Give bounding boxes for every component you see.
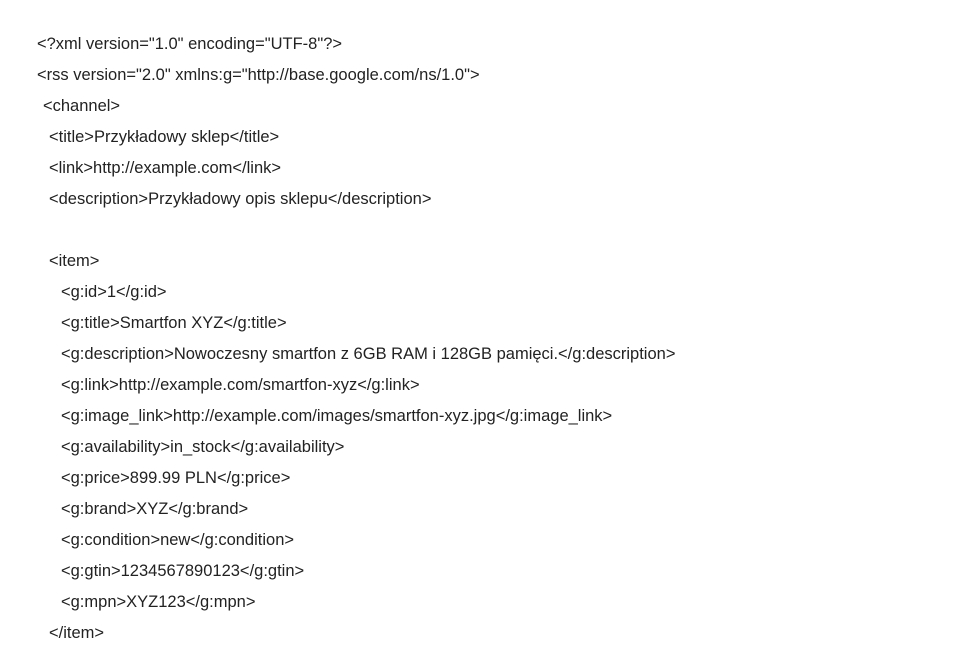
channel-link-line: <link>http://example.com</link> (49, 159, 282, 177)
blank-line (37, 215, 966, 246)
item-link-line: <g:link>http://example.com/smartfon-xyz<… (61, 376, 420, 394)
channel-title-line: <title>Przykładowy sklep</title> (49, 128, 280, 146)
xml-declaration-line: <?xml version="1.0" encoding="UTF-8"?> (37, 35, 343, 53)
item-description-line: <g:description>Nowoczesny smartfon z 6GB… (61, 345, 676, 363)
channel-description-line: <description>Przykładowy opis sklepu</de… (49, 190, 432, 208)
item-price-line: <g:price>899.99 PLN</g:price> (61, 469, 291, 487)
rss-open-line: <rss version="2.0" xmlns:g="http://base.… (37, 66, 480, 84)
item-condition-line: <g:condition>new</g:condition> (61, 531, 295, 549)
channel-open-line: <channel> (43, 97, 121, 115)
item-close-line: </item> (49, 624, 105, 642)
item-image-link-line: <g:image_link>http://example.com/images/… (61, 407, 613, 425)
item-mpn-line: <g:mpn>XYZ123</g:mpn> (61, 593, 256, 611)
item-brand-line: <g:brand>XYZ</g:brand> (61, 500, 249, 518)
item-availability-line: <g:availability>in_stock</g:availability… (61, 438, 345, 456)
item-open-line: <item> (49, 252, 100, 270)
item-id-line: <g:id>1</g:id> (61, 283, 167, 301)
item-gtin-line: <g:gtin>1234567890123</g:gtin> (61, 562, 305, 580)
item-title-line: <g:title>Smartfon XYZ</g:title> (61, 314, 287, 332)
